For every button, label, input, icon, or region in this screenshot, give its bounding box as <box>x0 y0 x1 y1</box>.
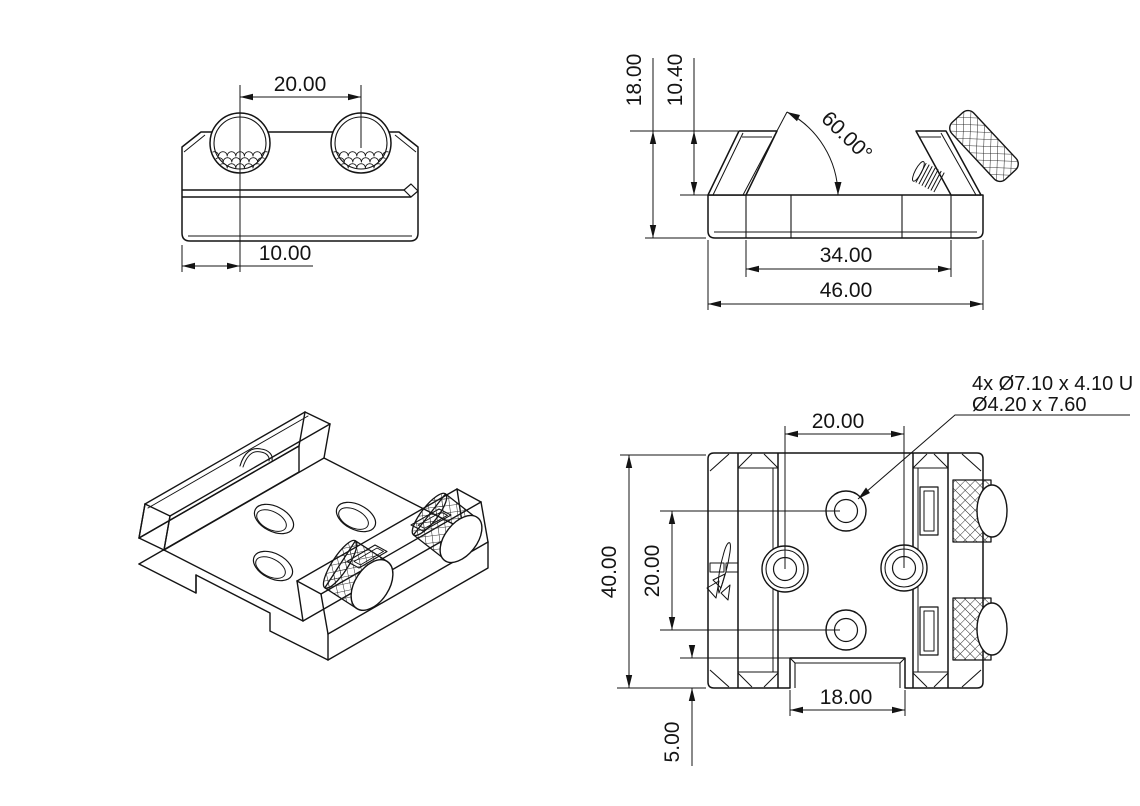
dimension-side-overall-width: 46.00 <box>707 240 984 310</box>
dimension-top-hole-spacing-horizontal: 20.00 <box>784 410 905 569</box>
iso-holes <box>252 501 377 582</box>
dimension-top-overall-length: 40.00 <box>598 454 706 689</box>
dim-text-top-overall-length: 40.00 <box>598 546 621 599</box>
dimension-side-channel-width: 34.00 <box>745 240 952 277</box>
dimension-side-channel-depth: 10.40 <box>664 54 744 196</box>
front-edge-diamond <box>403 183 419 198</box>
dim-text-side-overall-height: 18.00 <box>623 54 646 107</box>
side-left-dovetail-arm <box>707 130 778 196</box>
dim-text-side-channel-width: 34.00 <box>820 244 873 267</box>
iso-left-arm <box>138 411 331 551</box>
dim-text-top-notch-width: 18.00 <box>820 686 873 709</box>
dim-text-top-hole-spacing-horizontal: 20.00 <box>812 410 865 433</box>
top-right-rail <box>912 453 949 688</box>
dimension-front-edge-to-knob: 10.00 <box>181 242 313 272</box>
side-view: 60.00° 18.00 10.40 34.00 <box>623 54 1019 310</box>
side-thumbscrew-thread <box>912 161 945 193</box>
iso-thumb-notch <box>239 448 273 467</box>
dim-text-side-overall-width: 46.00 <box>820 279 873 302</box>
top-slot-1 <box>919 486 939 536</box>
callout-text-line1: 4x Ø7.10 x 4.10 U <box>972 373 1133 395</box>
dimension-side-overall-height: 18.00 <box>623 54 738 239</box>
dim-text-front-knob-spacing: 20.00 <box>274 73 327 96</box>
dimension-top-hole-spacing-vertical: 20.00 <box>641 510 840 631</box>
iso-knob-upper <box>411 492 483 564</box>
top-notch <box>789 657 906 688</box>
front-view: 20.00 10.00 <box>181 73 419 272</box>
top-knob-1 <box>952 479 1008 543</box>
dimension-top-notch-depth: 5.00 <box>661 645 790 766</box>
top-slot-2 <box>919 606 939 656</box>
side-base <box>707 194 984 239</box>
dim-text-top-hole-spacing-vertical: 20.00 <box>641 545 664 598</box>
isometric-view <box>138 411 489 661</box>
dim-text-top-notch-depth: 5.00 <box>661 722 684 763</box>
callout-text-line2: Ø4.20 x 7.60 <box>972 394 1087 416</box>
dim-text-side-angle: 60.00° <box>817 107 877 166</box>
dim-text-front-edge-to-knob: 10.00 <box>259 242 312 265</box>
side-thumbscrew-knob <box>949 109 1019 183</box>
hole-callout: 4x Ø7.10 x 4.10 U Ø4.20 x 7.60 <box>857 373 1133 500</box>
dimension-top-notch-width: 18.00 <box>789 686 906 716</box>
top-view: 4x Ø7.10 x 4.10 U Ø4.20 x 7.60 20.00 40.… <box>598 373 1133 766</box>
top-body-outline <box>707 452 984 689</box>
brand-logo <box>706 542 739 601</box>
top-knob-2 <box>952 597 1008 661</box>
dimension-front-knob-spacing: 20.00 <box>239 73 362 272</box>
dim-text-side-channel-depth: 10.40 <box>664 54 687 107</box>
iso-knob-lower <box>322 539 394 611</box>
